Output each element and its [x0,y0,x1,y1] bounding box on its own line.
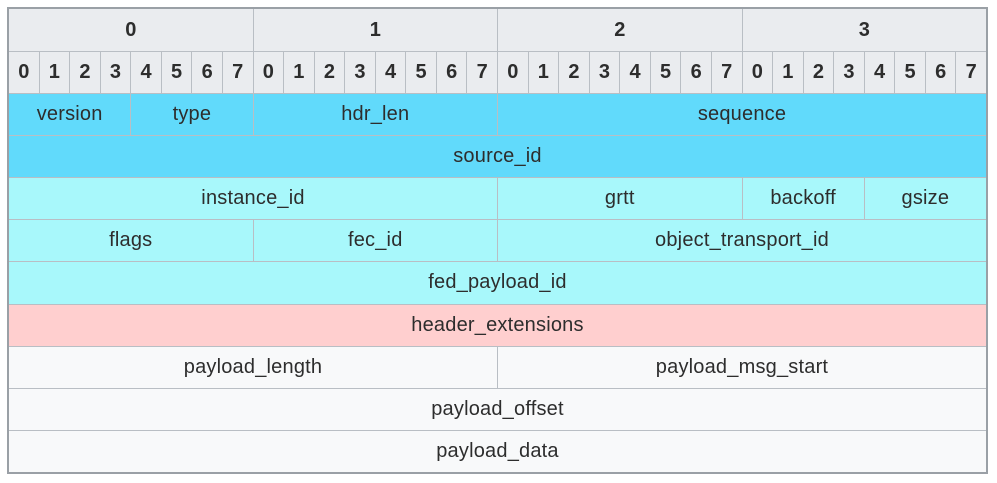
bit-header-cell: 0 [742,52,773,93]
field-cell-sequence: sequence [498,94,986,136]
bit-header-cell: 5 [895,52,925,93]
bit-header-cell: 3 [100,52,131,93]
bit-header-cell: 7 [467,52,497,93]
field-cell-grtt: grtt [498,178,742,220]
byte-header-cell-1: 1 [253,9,497,51]
bit-header-cell: 4 [131,52,161,93]
byte-header-cell-3: 3 [742,9,986,51]
field-cell-payload_msg_start: payload_msg_start [498,346,986,388]
bit-header-cell: 7 [956,52,986,93]
field-cell-hdr_len: hdr_len [253,94,497,136]
field-cell-version: version [9,94,131,136]
field-cell-instance_id: instance_id [9,178,497,220]
field-cell-source_id: source_id [9,136,986,178]
bit-header-cell: 0 [9,52,39,93]
field-cell-payload_length: payload_length [9,346,497,388]
byte-header-cell-2: 2 [498,9,742,51]
bit-header-cell: 4 [375,52,406,93]
bit-header-cell: 0 [498,52,528,93]
bit-header-cell: 3 [589,52,620,93]
field-cell-backoff: backoff [742,178,864,220]
bit-header-cell: 1 [528,52,559,93]
bit-header-cell: 3 [834,52,864,93]
bit-header-cell: 1 [284,52,314,93]
bit-header-cell: 6 [192,52,222,93]
field-cell-flags: flags [9,220,253,262]
bit-header-cell: 4 [620,52,650,93]
field-cell-header_extensions: header_extensions [9,304,986,346]
bit-header-cell: 2 [559,52,589,93]
bit-header-cell: 7 [222,52,253,93]
field-cell-payload_offset: payload_offset [9,388,986,430]
field-cell-fec_id: fec_id [253,220,497,262]
bit-header-cell: 3 [345,52,375,93]
bit-header-cell: 1 [39,52,70,93]
field-cell-object_transport_id: object_transport_id [498,220,986,262]
field-cell-gsize: gsize [864,178,986,220]
bit-header-cell: 1 [773,52,803,93]
bit-header-cell: 2 [314,52,345,93]
bit-header-cell: 4 [864,52,895,93]
bit-header-cell: 2 [70,52,100,93]
bit-header-cell: 5 [650,52,681,93]
bit-header-cell: 5 [161,52,192,93]
field-cell-fed_payload_id: fed_payload_id [9,262,986,304]
field-cell-type: type [131,94,253,136]
bit-header-cell: 6 [436,52,467,93]
byte-header-cell-0: 0 [9,9,253,51]
bit-header-cell: 2 [803,52,834,93]
bit-header-cell: 5 [406,52,436,93]
bit-header-cell: 7 [711,52,742,93]
bit-header-cell: 6 [925,52,956,93]
field-cell-payload_data: payload_data [9,430,986,472]
bit-header-cell: 6 [681,52,711,93]
bit-header-cell: 0 [253,52,284,93]
